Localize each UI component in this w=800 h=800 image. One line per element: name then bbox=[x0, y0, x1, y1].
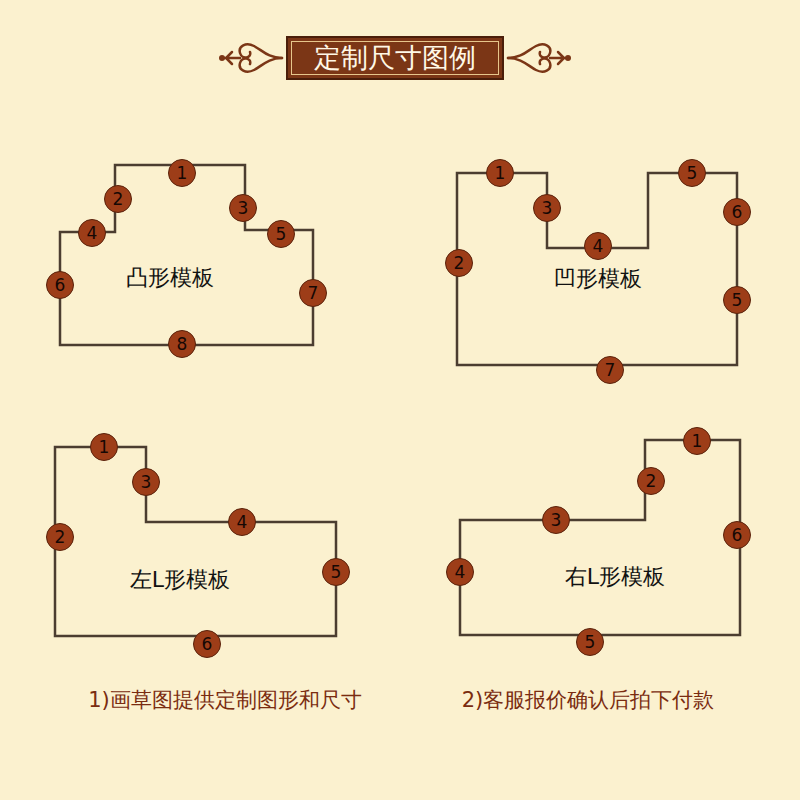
callout-number: 1 bbox=[683, 427, 711, 455]
outline-path bbox=[60, 165, 313, 345]
template-outline: 凸形模板 bbox=[60, 165, 313, 345]
outline-shape bbox=[55, 447, 336, 636]
callout-number: 2 bbox=[46, 523, 74, 551]
callout-number: 4 bbox=[228, 508, 256, 536]
callout-number: 5 bbox=[267, 220, 295, 248]
callout-number: 3 bbox=[533, 194, 561, 222]
instruction-note: 1)画草图提供定制图形和尺寸 bbox=[88, 686, 362, 714]
outline-path bbox=[457, 173, 737, 365]
callout-number: 3 bbox=[132, 468, 160, 496]
template-outline: 凹形模板 bbox=[457, 173, 737, 365]
callout-number: 2 bbox=[104, 185, 132, 213]
callout-number: 8 bbox=[168, 330, 196, 358]
callout-number: 1 bbox=[168, 159, 196, 187]
callout-number: 7 bbox=[299, 279, 327, 307]
template-name: 凸形模板 bbox=[126, 263, 214, 293]
template-name: 右L形模板 bbox=[565, 562, 665, 592]
outline-shape bbox=[460, 440, 740, 635]
callout-number: 5 bbox=[678, 159, 706, 187]
callout-number: 7 bbox=[596, 356, 624, 384]
callout-number: 6 bbox=[46, 271, 74, 299]
callout-number: 5 bbox=[576, 628, 604, 656]
callout-number: 6 bbox=[193, 630, 221, 658]
outline-path bbox=[460, 440, 740, 635]
callout-number: 5 bbox=[322, 558, 350, 586]
outline-path bbox=[55, 447, 336, 636]
outline-shape bbox=[60, 165, 313, 345]
callout-number: 6 bbox=[723, 198, 751, 226]
callout-number: 1 bbox=[486, 159, 514, 187]
template-name: 左L形模板 bbox=[130, 565, 230, 595]
callout-number: 4 bbox=[584, 232, 612, 260]
callout-number: 3 bbox=[542, 506, 570, 534]
callout-number: 2 bbox=[445, 249, 473, 277]
callout-number: 5 bbox=[723, 286, 751, 314]
callout-number: 4 bbox=[78, 219, 106, 247]
instruction-note: 2)客服报价确认后拍下付款 bbox=[462, 686, 715, 714]
template-name: 凹形模板 bbox=[554, 264, 642, 294]
template-outline: 右L形模板 bbox=[460, 440, 740, 635]
title-banner: 定制尺寸图例 bbox=[286, 36, 504, 80]
callout-number: 1 bbox=[90, 433, 118, 461]
callout-number: 3 bbox=[229, 194, 257, 222]
callout-number: 6 bbox=[723, 521, 751, 549]
callout-number: 2 bbox=[637, 467, 665, 495]
callout-number: 4 bbox=[446, 558, 474, 586]
template-outline: 左L形模板 bbox=[55, 447, 336, 636]
